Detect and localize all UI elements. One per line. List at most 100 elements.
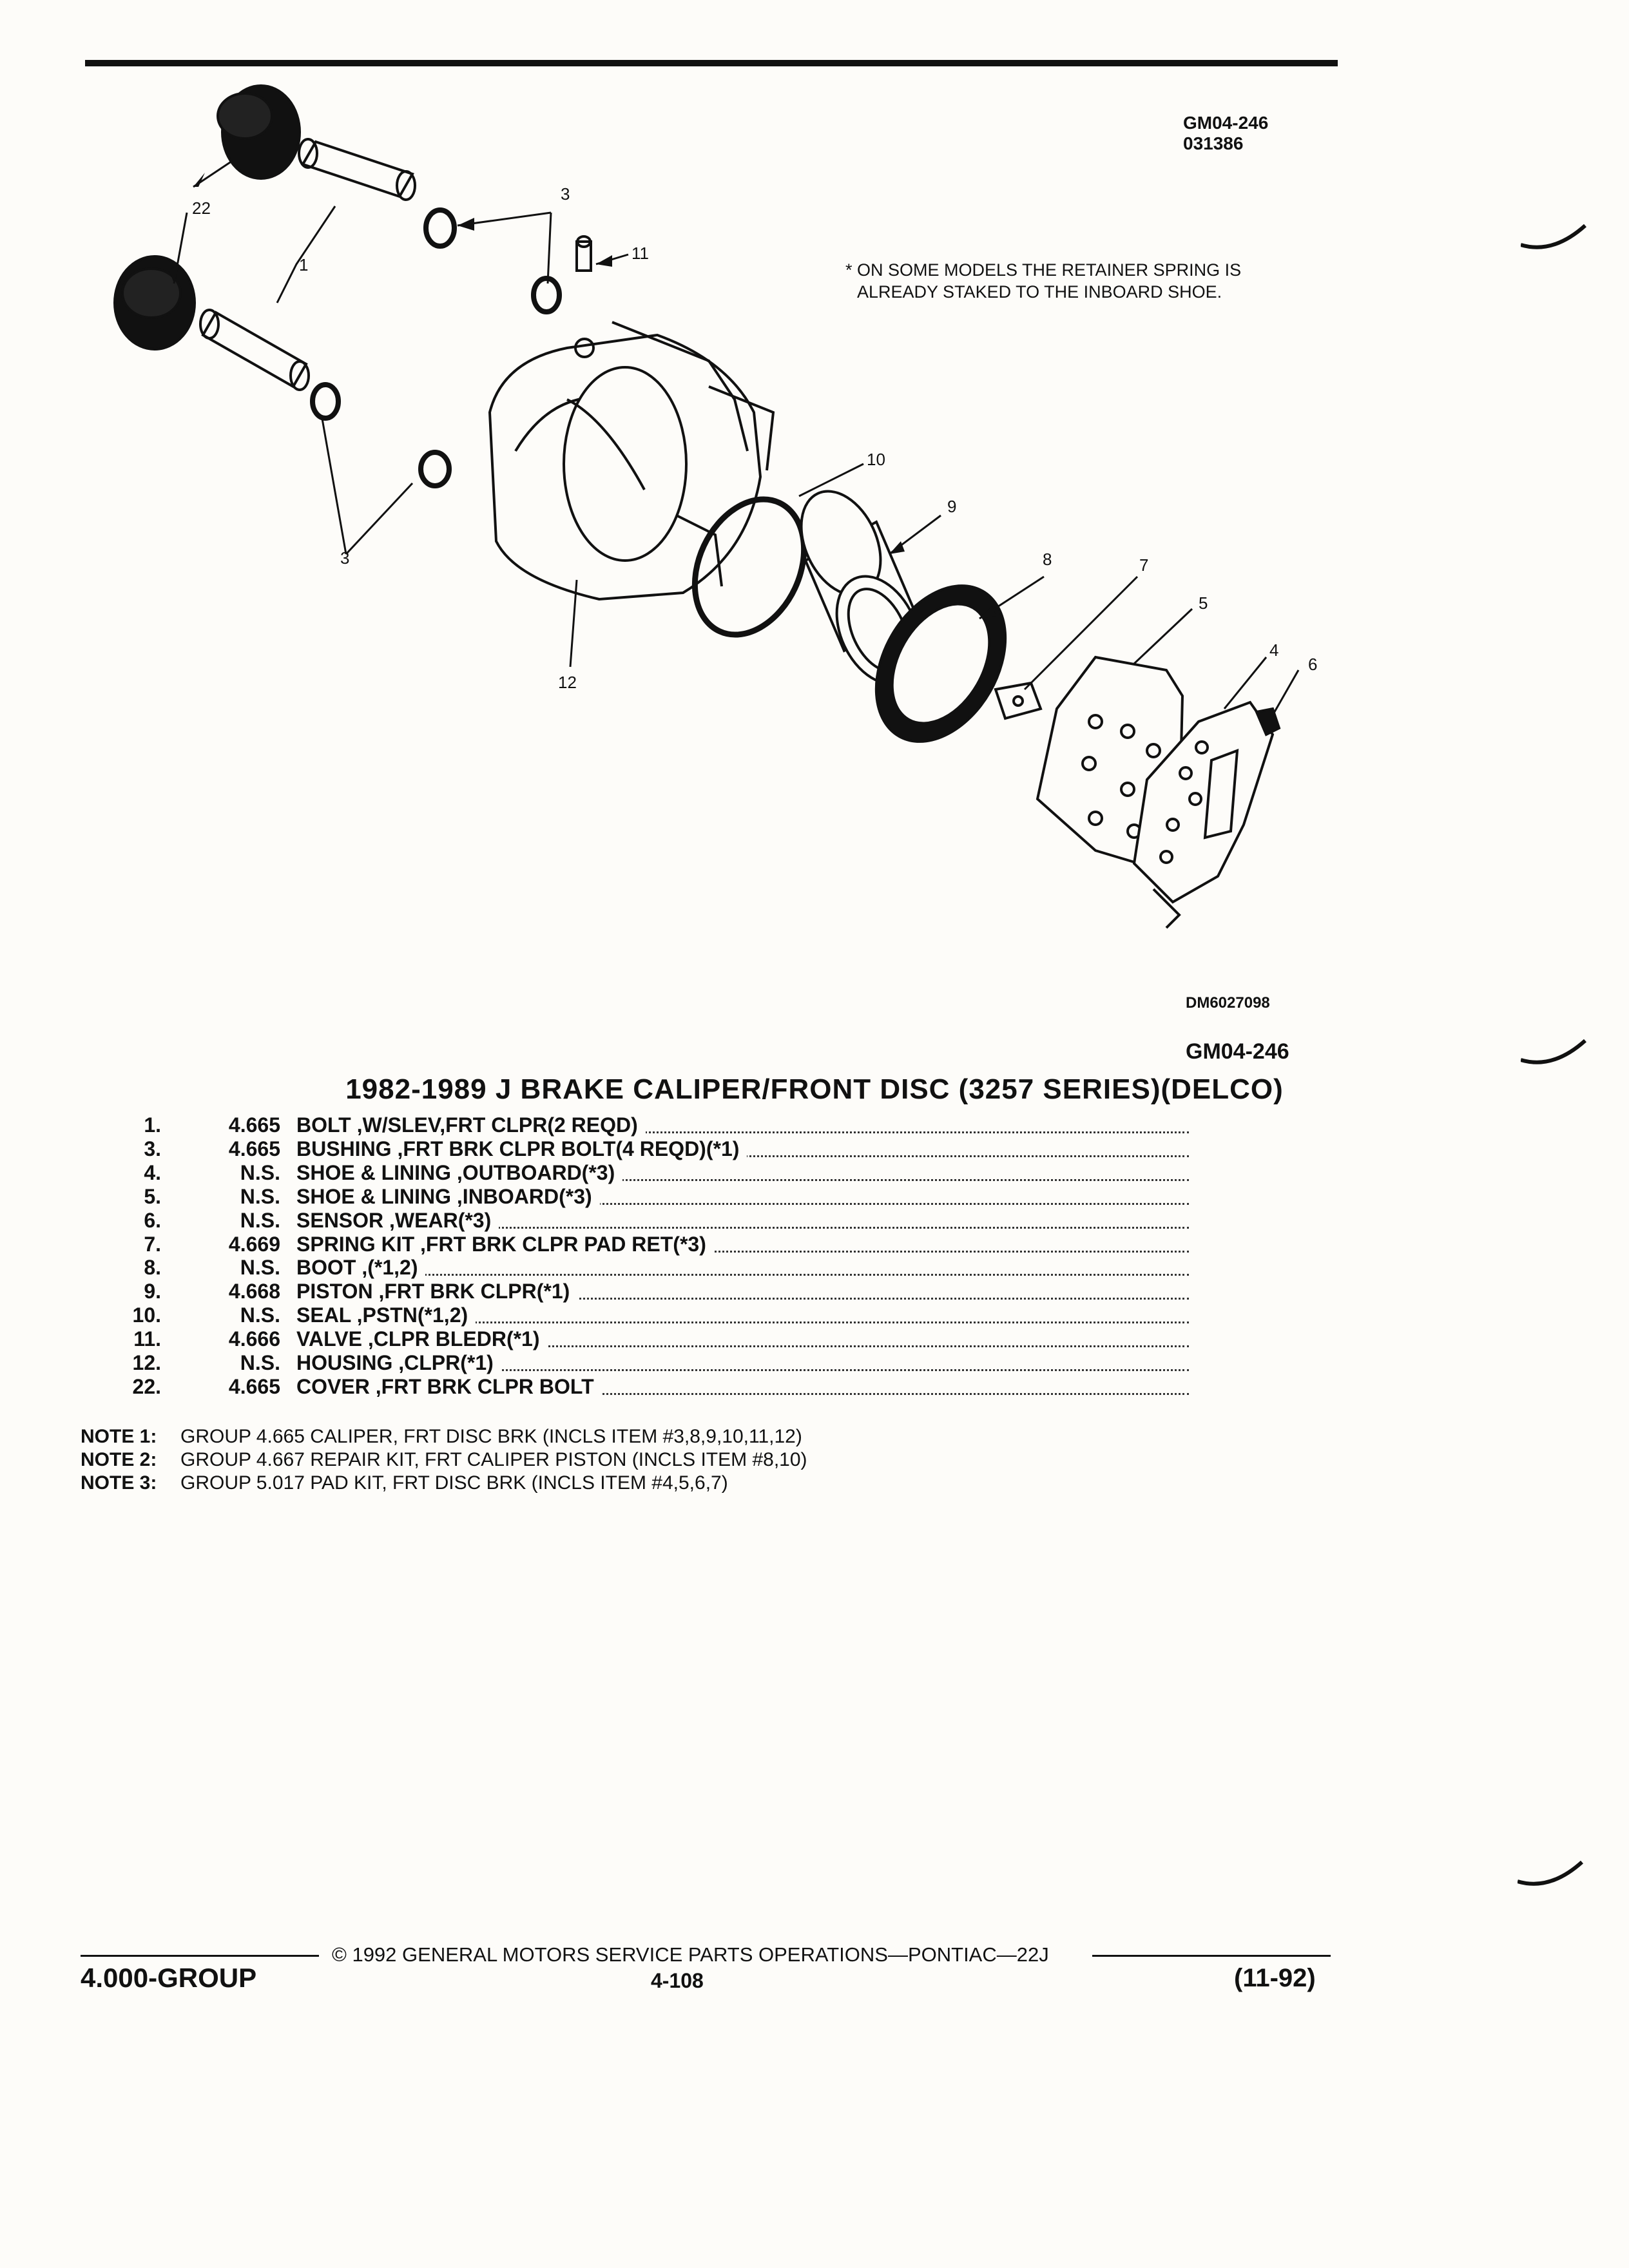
sleeve-bolt-upper	[298, 138, 416, 201]
part-description: COVER ,FRT BRK CLPR BOLT	[296, 1374, 602, 1398]
callout-22: 22	[192, 198, 211, 218]
part-group: N.S.	[240, 1160, 280, 1184]
part-description: SEAL ,PSTN(*1,2)	[296, 1303, 476, 1327]
note-label: NOTE 1:	[81, 1426, 157, 1447]
parts-row: 12. N.S. HOUSING ,CLPR(*1)	[0, 1351, 1629, 1374]
bushing-1	[423, 207, 457, 249]
asterisk-note-line-2: ALREADY STAKED TO THE INBOARD SHOE.	[857, 282, 1222, 302]
part-description: BUSHING ,FRT BRK CLPR BOLT(4 REQD)(*1)	[296, 1137, 747, 1160]
footer-date: (11-92)	[1234, 1964, 1316, 1992]
callout-4: 4	[1269, 640, 1278, 660]
parts-list-title: 1982-1989 J BRAKE CALIPER/FRONT DISC (32…	[345, 1073, 1284, 1105]
part-number: 6.	[144, 1208, 161, 1232]
part-description: HOUSING ,CLPR(*1)	[296, 1351, 501, 1374]
part-description: BOLT ,W/SLEV,FRT CLPR(2 REQD)	[296, 1113, 646, 1137]
asterisk-note-line-1: * ON SOME MODELS THE RETAINER SPRING IS	[845, 260, 1242, 280]
bushing-3	[310, 382, 341, 421]
part-description: SHOE & LINING ,INBOARD(*3)	[296, 1184, 600, 1208]
part-group: N.S.	[240, 1303, 280, 1327]
brake-caliper-exploded-diagram: 22 1 3 11 3 10 9 8 7 5 4 6 12	[113, 84, 1317, 929]
part-description: PISTON ,FRT BRK CLPR(*1)	[296, 1280, 578, 1303]
part-group: 4.665	[228, 1113, 280, 1137]
drawing-id: DM6027098	[1186, 994, 1270, 1012]
part-group: 4.665	[228, 1374, 280, 1398]
piston-boot	[874, 584, 1007, 743]
part-number: 22.	[132, 1374, 161, 1398]
leader-dots	[296, 1185, 1189, 1205]
leader-dots	[296, 1161, 1189, 1181]
footer-copyright: © 1992 GENERAL MOTORS SERVICE PARTS OPER…	[332, 1943, 1049, 1966]
bleeder-valve	[575, 235, 592, 272]
piston-seal	[691, 496, 807, 638]
leader-dots	[296, 1209, 1189, 1229]
part-group: 4.669	[228, 1232, 280, 1256]
leader-dots	[296, 1113, 1189, 1133]
bolt-cover-upper	[217, 84, 301, 180]
footer-page-number: 4-108	[651, 1969, 704, 1992]
callout-9: 9	[947, 497, 956, 516]
scan-mark-3	[1518, 1860, 1584, 1886]
part-number: 10.	[132, 1303, 161, 1327]
parts-row: 4.N.S.SHOE & LINING ,OUTBOARD(*3)	[0, 1160, 1629, 1184]
note-text: GROUP 5.017 PAD KIT, FRT DISC BRK (INCLS…	[180, 1472, 728, 1494]
note-text: GROUP 4.665 CALIPER, FRT DISC BRK (INCLS…	[180, 1426, 802, 1447]
part-group: 4.666	[228, 1327, 280, 1351]
leader-dots	[296, 1280, 1189, 1300]
leader-dots	[296, 1327, 1189, 1348]
bushing-4	[418, 450, 452, 488]
diagram-code-bottom: GM04-246	[1186, 1039, 1289, 1064]
callout-6: 6	[1308, 655, 1317, 674]
part-number: 11.	[133, 1327, 161, 1351]
leader-dots	[296, 1256, 1189, 1276]
part-description: SENSOR ,WEAR(*3)	[296, 1208, 499, 1232]
callout-3-top: 3	[561, 184, 570, 204]
part-group: N.S.	[240, 1184, 280, 1208]
caliper-housing	[488, 321, 775, 601]
note-line: NOTE 3:GROUP 5.017 PAD KIT, FRT DISC BRK…	[81, 1472, 728, 1495]
part-number: 1.	[144, 1113, 161, 1137]
parts-row: 11. 4.666 VALVE ,CLPR BLEDR(*1)	[0, 1327, 1629, 1351]
callout-12: 12	[558, 673, 577, 692]
parts-row: 1. 4.665 BOLT ,W/SLEV,FRT CLPR(2 REQD)	[0, 1113, 1629, 1137]
top-rule	[85, 60, 1338, 66]
callout-3-bottom: 3	[340, 548, 349, 568]
callout-8: 8	[1043, 550, 1052, 569]
diagram-code-top: GM04-246	[1183, 113, 1269, 133]
note-text: GROUP 4.667 REPAIR KIT, FRT CALIPER PIST…	[180, 1449, 807, 1470]
bushing-2	[531, 276, 562, 314]
part-description: SHOE & LINING ,OUTBOARD(*3)	[296, 1160, 623, 1184]
callout-10: 10	[867, 450, 885, 469]
part-group: 4.668	[228, 1280, 280, 1303]
callout-11: 11	[631, 244, 649, 263]
footer-rule-left	[81, 1955, 319, 1957]
footer-rule-right	[1092, 1955, 1331, 1957]
retainer-spring	[994, 681, 1043, 720]
part-group: N.S.	[240, 1351, 280, 1374]
part-description: BOOT ,(*1,2)	[296, 1256, 426, 1280]
footer-group: 4.000-GROUP	[81, 1963, 257, 1993]
parts-row: 8.N.S.BOOT ,(*1,2)	[0, 1256, 1629, 1280]
note-line: NOTE 2: GROUP 4.667 REPAIR KIT, FRT CALIP…	[81, 1448, 807, 1472]
part-description: VALVE ,CLPR BLEDR(*1)	[296, 1327, 548, 1351]
leader-dots	[296, 1303, 1189, 1324]
part-group: 4.665	[228, 1137, 280, 1160]
note-label: NOTE 2:	[81, 1449, 157, 1470]
note-line: NOTE 1: GROUP 4.665 CALIPER, FRT DISC BRK…	[81, 1425, 802, 1448]
parts-row: 6. N.S. SENSOR ,WEAR(*3)	[0, 1208, 1629, 1232]
outboard-shoe	[1132, 700, 1275, 929]
callout-5: 5	[1199, 593, 1208, 613]
parts-row: 22. 4.665 COVER ,FRT BRK CLPR BOLT	[0, 1374, 1629, 1398]
part-number: 12.	[132, 1351, 161, 1374]
scan-mark-2	[1521, 1039, 1587, 1064]
parts-row: 5.N.S.SHOE & LINING ,INBOARD(*3)	[0, 1184, 1629, 1208]
parts-row: 10. N.S. SEAL ,PSTN(*1,2)	[0, 1303, 1629, 1327]
sleeve-bolt-lower	[199, 309, 310, 391]
leader-dots	[296, 1351, 1189, 1371]
part-number: 9.	[144, 1280, 161, 1303]
part-group: N.S.	[240, 1208, 280, 1232]
leader-dots	[296, 1375, 1189, 1395]
bolt-cover-lower	[113, 255, 196, 351]
callout-1: 1	[299, 255, 308, 274]
